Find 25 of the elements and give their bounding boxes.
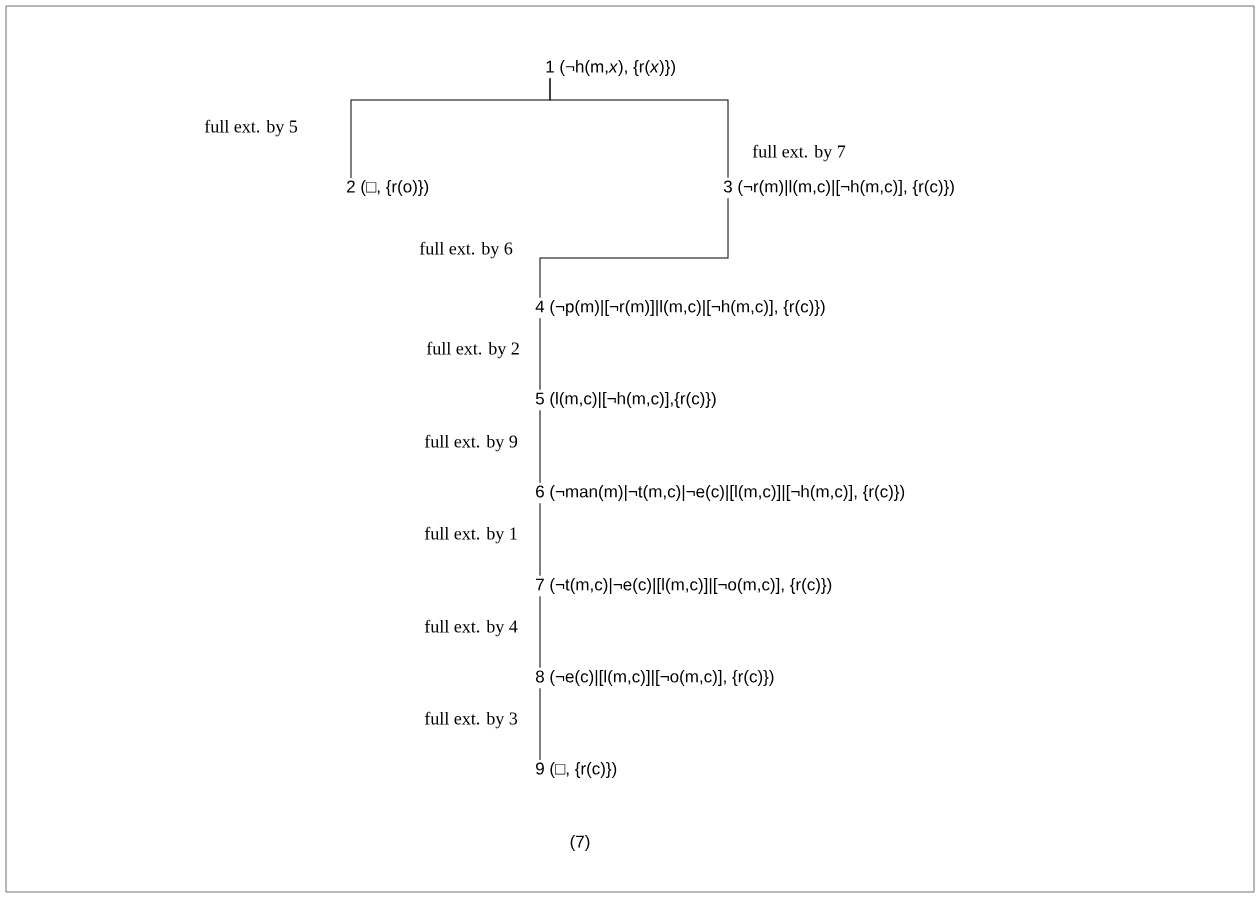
- formula-text: 3 (¬r(m)|l(m,c)|[¬h(m,c)], {r(c)}): [723, 180, 954, 196]
- edge-label: full ext. by 9: [422, 432, 520, 454]
- formula-text: 9 (□, {r(c)}): [536, 762, 617, 778]
- formula-text: 5 (l(m,c)|[¬h(m,c)],{r(c)}): [535, 392, 716, 408]
- formula-text: 7 (¬t(m,c)|¬e(c)|[l(m,c)]|[¬o(m,c)], {r(c)}): [536, 578, 832, 594]
- formula-text: 6 (¬man(m)|¬t(m,c)|¬e(c)|[l(m,c)]|[¬h(m,c)], {r(c)}): [536, 485, 905, 501]
- tree-line: [539, 197, 729, 299]
- tree-line: [539, 317, 541, 391]
- formula-text: 2 (□, {r(o)}): [347, 180, 429, 196]
- figure-number: (7): [570, 835, 590, 851]
- tree-line: [539, 502, 541, 577]
- formula-text: 4 (¬p(m)|[¬r(m)]|l(m,c)|[¬h(m,c)], {r(c)}): [535, 300, 825, 316]
- tree-line: [539, 687, 541, 761]
- edge-label: full ext. by 4: [422, 617, 520, 639]
- formula-text: 1 (¬h(m,x), {r(x)}): [546, 60, 676, 76]
- edge-label: full ext. by 6: [417, 239, 515, 261]
- edge-label: full ext. by 7: [750, 142, 848, 164]
- tree-line: [539, 409, 541, 484]
- tree-line: [539, 595, 541, 669]
- edge-label: full ext. by 1: [422, 524, 520, 546]
- edge-label: full ext. by 3: [422, 709, 520, 731]
- edge-label: full ext. by 5: [202, 117, 300, 139]
- edge-label: full ext. by 2: [424, 339, 522, 361]
- formula-text: 8 (¬e(c)|[l(m,c)]|[¬o(m,c)], {r(c)}): [535, 670, 774, 686]
- tree-line: [549, 77, 729, 179]
